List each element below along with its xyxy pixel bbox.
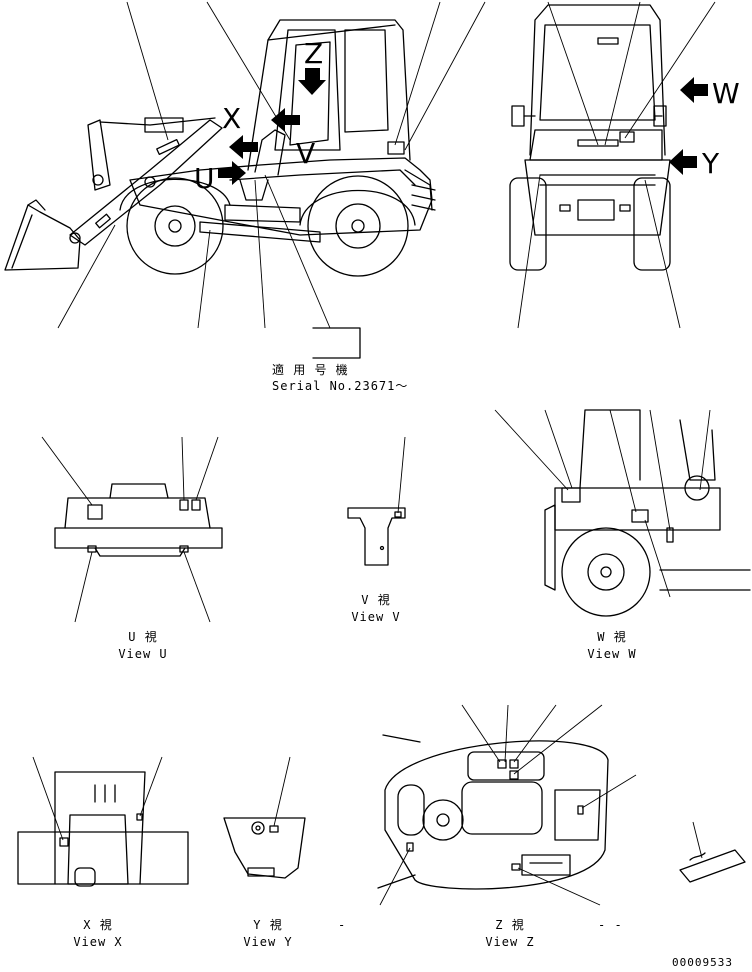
drawing-number: 00009533: [672, 956, 733, 969]
view-x-drawing: [17, 756, 189, 887]
serial-label-en: Serial No.23671～: [272, 379, 409, 393]
view-w-title-en: View W: [587, 647, 637, 661]
view-w-drawing: [494, 409, 751, 617]
arrow-icon: [669, 149, 697, 175]
stray-mark-z: - -: [598, 918, 623, 932]
stray-mark-y: -: [338, 918, 347, 932]
decal-sheet: [679, 821, 746, 883]
serial-label-jp: 適 用 号 機: [272, 363, 349, 377]
view-z-title-en: View Z: [485, 935, 535, 949]
view-z-title-jp: Z 視: [495, 918, 525, 932]
loader-rear-view: [509, 1, 716, 329]
arrow-letter-w: W: [712, 77, 740, 110]
view-y-title-jp: Y 視: [253, 918, 283, 932]
view-u-title-en: View U: [118, 647, 168, 661]
view-z-drawing: [377, 704, 637, 906]
arrow-icon: [680, 77, 708, 103]
view-x-title-jp: X 視: [83, 918, 113, 932]
arrow-letter-u: U: [194, 162, 215, 195]
view-w-title-jp: W 視: [597, 630, 627, 644]
arrow-icon: [298, 68, 326, 95]
view-y-title-en: View Y: [243, 935, 293, 949]
arrow-icon: [271, 108, 300, 132]
arrow-letter-z: Z: [304, 37, 324, 70]
arrow-letter-v: V: [296, 137, 316, 170]
arrow-letter-y: Y: [702, 147, 720, 180]
view-v-title-en: View V: [351, 610, 401, 624]
view-u-drawing: [41, 436, 223, 623]
view-x-title-en: View X: [73, 935, 123, 949]
loader-side-view: [4, 1, 486, 359]
view-u-title-jp: U 視: [128, 630, 158, 644]
arrow-letter-x: X: [222, 102, 242, 135]
view-v-title-jp: V 視: [361, 593, 391, 607]
view-y-drawing: [223, 756, 306, 879]
view-v-drawing: [347, 436, 406, 566]
arrow-icon: [229, 135, 258, 159]
arrow-icon: [218, 161, 246, 185]
